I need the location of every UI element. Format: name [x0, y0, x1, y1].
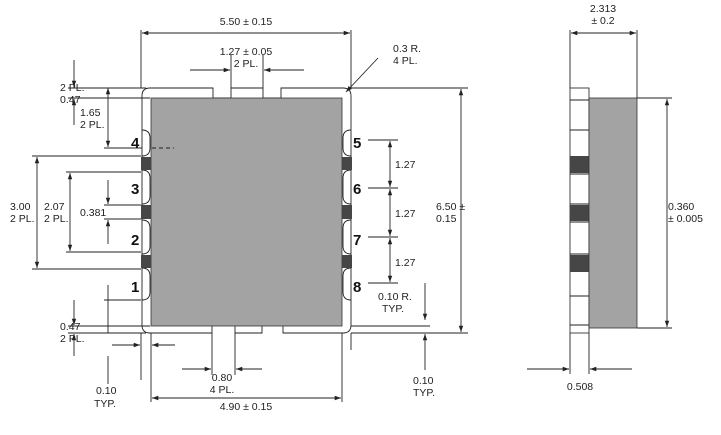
bottom-pad-count-label: 4 PL. — [210, 384, 235, 396]
pin-pitch-label-2: 1.27 — [395, 208, 416, 220]
bottom-left-offset-label: 0.47 — [60, 321, 81, 333]
pin-label-1: 1 — [131, 279, 139, 296]
left-gap-note-label: TYP. — [94, 398, 116, 410]
small-radius-note-label: TYP. — [382, 303, 404, 315]
inner-span-count-label: 2 PL. — [44, 213, 69, 225]
left-gap-label: 0.10 — [96, 385, 117, 397]
top-left-count-label: 2 PL. — [60, 82, 85, 94]
pin-pitch-label-1: 1.27 — [395, 159, 416, 171]
thickness-label-2: ± 0.2 — [591, 15, 614, 27]
overall-height-label-1: 6.50 ± — [436, 201, 465, 213]
pad-gap-label: 0.381 — [80, 207, 106, 219]
pin4-offset-count-label: 2 PL. — [80, 119, 105, 131]
pad-left-1 — [141, 157, 151, 170]
pin-pitch-label-3: 1.27 — [395, 257, 416, 269]
side-pad-1 — [570, 156, 589, 173]
pad-right-2 — [342, 205, 352, 219]
pad-left-3 — [141, 255, 151, 268]
bottom-pad-width-label: 0.80 — [212, 372, 233, 384]
inner-span-label: 2.07 — [44, 201, 65, 213]
side-pad-3 — [570, 255, 589, 272]
pin-label-2: 2 — [131, 232, 139, 249]
pin-label-7: 7 — [353, 232, 361, 249]
side-lid — [588, 97, 638, 329]
right-gap-label: 0.10 — [413, 375, 434, 387]
ceramic-body — [150, 97, 343, 327]
small-radius-label: 0.10 R. — [378, 291, 412, 303]
top-left-offset-label: 0.47 — [60, 94, 81, 106]
pad-right-1 — [342, 157, 352, 170]
pin-label-3: 3 — [131, 181, 139, 198]
body-width-label: 4.90 ± 0.15 — [220, 401, 273, 413]
outer-span-count-label: 2 PL. — [10, 213, 35, 225]
left-side-notches — [141, 129, 151, 301]
thickness-label-1: 2.313 — [590, 3, 616, 15]
body-height-label-1: 0.360 — [668, 201, 694, 213]
right-gap-note-label: TYP. — [413, 387, 435, 399]
pin-label-6: 6 — [353, 181, 361, 198]
overall-height-label-2: 0.15 — [436, 213, 457, 225]
pin-label-5: 5 — [353, 135, 361, 152]
corner-radius-label: 0.3 R. — [393, 43, 421, 55]
overall-width-label: 5.50 ± 0.15 — [220, 16, 273, 28]
top-slot-count-label: 2 PL. — [234, 58, 259, 70]
base-width-label: 0.508 — [567, 381, 593, 393]
outer-span-label: 3.00 — [10, 201, 31, 213]
right-side-notches — [342, 129, 352, 301]
package-outline — [141, 87, 352, 334]
side-view: 2.313 ± 0.2 0.360 ± 0.005 0.508 — [527, 3, 703, 393]
pad-left-2 — [141, 205, 151, 219]
corner-radius-count-label: 4 PL. — [393, 55, 418, 67]
bottom-left-count-label: 2 PL. — [60, 333, 85, 345]
top-slot-width-label: 1.27 ± 0.05 — [220, 46, 273, 58]
side-pad-2 — [570, 205, 589, 221]
pad-right-3 — [342, 255, 352, 268]
pin-label-8: 8 — [353, 279, 361, 296]
front-view: 4 3 2 1 5 6 7 8 5.50 ± 0.15 1.27 ± 0.05 … — [10, 16, 468, 413]
body-height-label-2: ± 0.005 — [668, 213, 703, 225]
pin4-offset-label: 1.65 — [80, 107, 101, 119]
pin-label-4: 4 — [131, 135, 140, 152]
